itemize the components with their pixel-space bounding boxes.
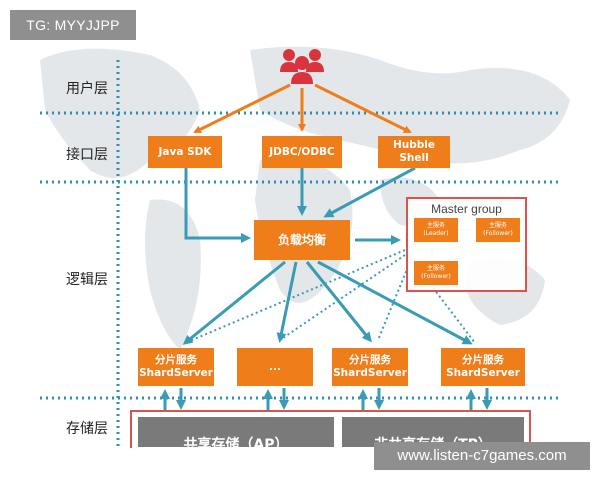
shard-sub: ShardServer xyxy=(446,367,520,379)
layer-label-interface: 接口层 xyxy=(66,147,108,163)
master-follower2-name: 主服务 xyxy=(426,265,445,272)
layer-label-logic: 逻辑层 xyxy=(66,272,108,288)
master-follower-box: 主服务 (Follower) xyxy=(476,218,520,242)
master-follower2-role: (Follower) xyxy=(421,273,451,280)
shard-name: 分片服务 xyxy=(155,354,197,366)
shard-name: ... xyxy=(269,360,281,373)
master-follower-role: (Follower) xyxy=(483,230,513,237)
master-leader-name: 主服务 xyxy=(426,222,445,229)
master-follower-name: 主服务 xyxy=(488,222,507,229)
storage-frame xyxy=(130,410,531,448)
watermark-top-left: TG: MYYJJPP xyxy=(10,10,136,40)
shard-server-box: 分片服务 ShardServer xyxy=(332,348,408,386)
hubble-shell-box: Hubble Shell xyxy=(378,136,450,168)
master-leader-box: 主服务 (Leader) xyxy=(414,218,458,242)
shard-server-box: 分片服务 ShardServer xyxy=(138,348,214,386)
jdbc-odbc-box: JDBC/ODBC xyxy=(262,136,342,168)
shard-sub: ShardServer xyxy=(333,367,407,379)
shard-ellipsis-box: ... xyxy=(237,348,313,386)
shard-name: 分片服务 xyxy=(349,354,391,366)
shared-storage-box: 共享存储（AP） xyxy=(138,417,334,447)
layer-label-user: 用户层 xyxy=(66,81,108,97)
layer-label-storage: 存储层 xyxy=(66,421,108,437)
shared-storage-label: 共享存储（AP） xyxy=(183,437,289,447)
shard-name: 分片服务 xyxy=(462,354,504,366)
master-group-frame: Master group 主服务 (Leader) 主服务 (Follower)… xyxy=(406,197,527,292)
java-sdk-box: Java SDK xyxy=(148,136,222,168)
load-balancer-box: 负载均衡 xyxy=(254,220,350,260)
watermark-bottom-right: www.listen-c7games.com xyxy=(374,442,590,470)
shard-sub: ShardServer xyxy=(139,367,213,379)
master-follower-box-2: 主服务 (Follower) xyxy=(414,261,458,285)
shard-server-box: 分片服务 ShardServer xyxy=(441,348,525,386)
master-leader-role: (Leader) xyxy=(423,230,449,237)
master-group-title: Master group xyxy=(431,202,502,216)
